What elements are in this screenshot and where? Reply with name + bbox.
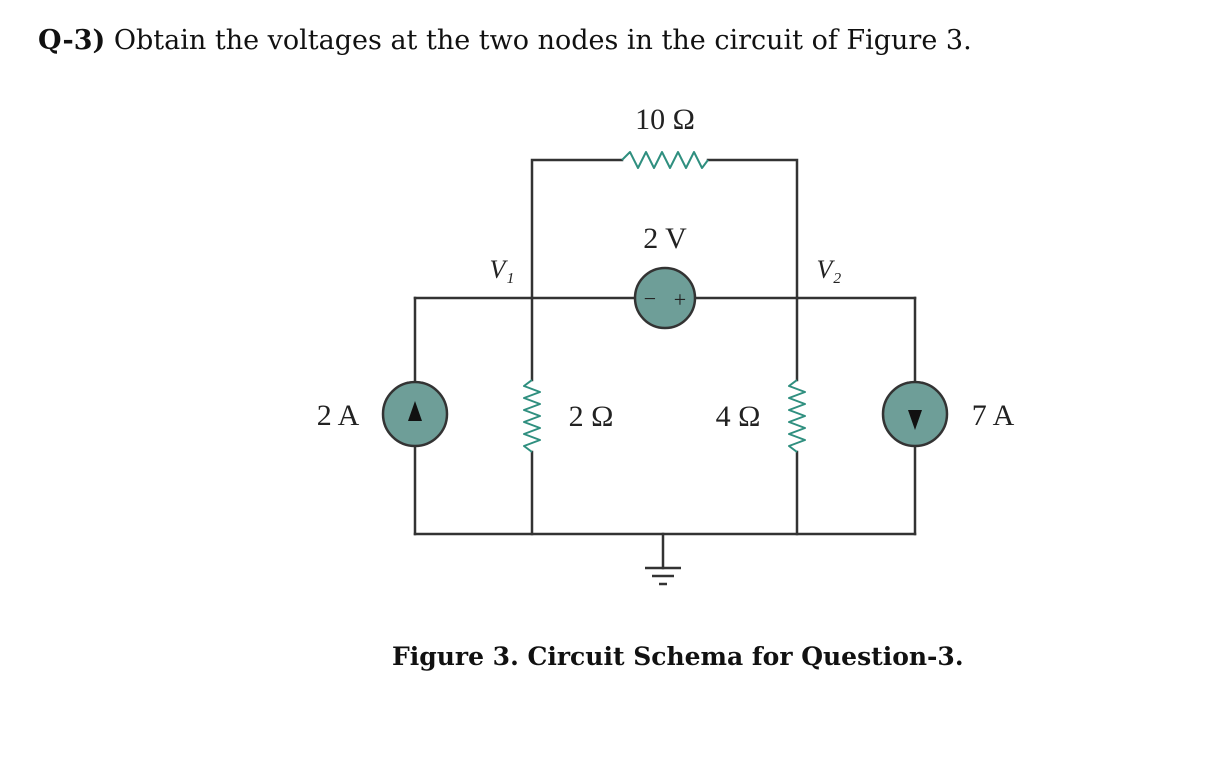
label-2-ohm: 2 Ω — [569, 400, 614, 433]
question-body: Obtain the voltages at the two nodes in … — [113, 25, 972, 56]
resistor-10-ohm — [621, 151, 709, 169]
voltage-source-circle — [633, 266, 697, 330]
circuit-wires — [413, 158, 917, 570]
voltage-source-minus-sign: − — [644, 286, 656, 311]
figure-caption: Figure 3. Circuit Schema for Question-3. — [392, 642, 964, 671]
current-source-7a — [881, 380, 949, 448]
wire-top-branch — [530, 158, 799, 300]
arrow-down-icon — [908, 410, 922, 430]
question-text: Q-3) Obtain the voltages at the two node… — [38, 24, 972, 58]
voltage-source-plus-sign: + — [674, 287, 686, 312]
label-node-v1: V₁ — [490, 255, 515, 284]
label-node-v2: V₂ — [817, 255, 842, 284]
label-2-amp: 2 A — [317, 399, 360, 432]
question-number: Q-3) — [38, 25, 106, 56]
resistors — [523, 151, 806, 453]
ground-icon — [645, 566, 681, 586]
label-7-amp: 7 A — [972, 399, 1015, 432]
resistor-2-ohm — [523, 379, 541, 453]
voltage-source-2v: − + — [633, 266, 697, 330]
resistor-4-ohm — [788, 379, 806, 453]
arrow-up-icon — [408, 401, 422, 421]
label-10-ohm: 10 Ω — [635, 103, 695, 136]
label-2-volt: 2 V — [643, 222, 687, 255]
label-4-ohm: 4 Ω — [716, 400, 761, 433]
current-source-2a — [381, 380, 449, 448]
